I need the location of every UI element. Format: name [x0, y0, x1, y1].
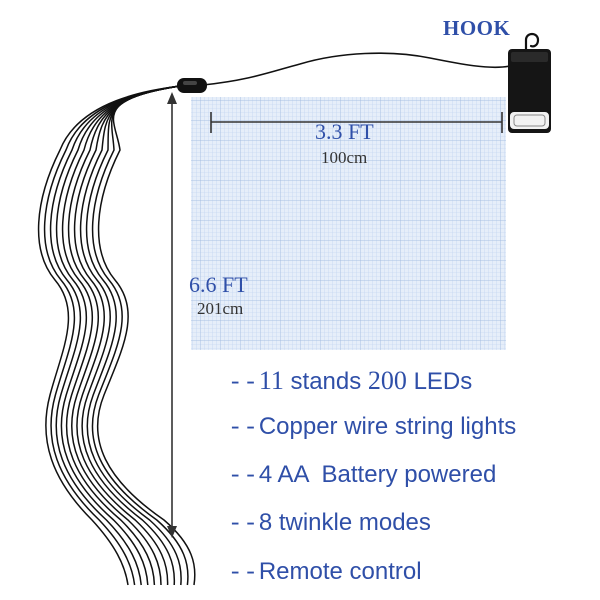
height-cm-label: 201cm: [197, 299, 244, 318]
light-strand: [55, 85, 181, 586]
controller-icon: [177, 78, 207, 93]
feature-copper-wire: --Copper wire string lights: [228, 415, 516, 441]
light-strand: [85, 85, 182, 586]
feature-strands-leds: --11 stands 200 LEDs: [228, 368, 472, 396]
light-strand: [61, 85, 181, 586]
height-ft-label: 6.6 FT: [189, 272, 248, 297]
width-dimension-line: [210, 112, 503, 133]
feature-text: Copper wire string lights: [258, 413, 517, 440]
light-strand: [43, 85, 181, 586]
light-strand: [91, 85, 189, 586]
light-curtain-panel: [191, 97, 506, 350]
feature-dash: --: [228, 415, 259, 442]
hook-icon: [524, 32, 540, 51]
led-count: 200: [367, 366, 407, 395]
width-ft-label: 3.3 FT: [315, 119, 374, 144]
lead-wire: [202, 52, 511, 86]
light-strand: [73, 85, 181, 586]
feature-dash: --: [228, 463, 259, 490]
height-dimension-arrow: [167, 92, 177, 538]
feature-remote: --Remote control: [228, 560, 422, 586]
light-strand: [79, 85, 181, 586]
feature-dash: --: [228, 511, 259, 538]
feature-text: stands: [283, 368, 368, 395]
feature-text: LEDs: [406, 368, 473, 395]
feature-twinkle-modes: --8 twinkle modes: [228, 511, 431, 537]
light-strand: [49, 85, 181, 586]
feature-text: 8 twinkle modes: [258, 509, 431, 536]
feature-dash: --: [228, 370, 259, 397]
light-strand: [37, 85, 181, 586]
strand-count: 11: [258, 366, 284, 395]
light-strands: [37, 85, 196, 586]
feature-text: 4 AA Battery powered: [258, 461, 497, 488]
feature-battery: --4 AA Battery powered: [228, 463, 496, 489]
light-strand: [96, 85, 196, 586]
battery-box-icon: [508, 49, 551, 133]
light-strand: [67, 85, 181, 586]
feature-dash: --: [228, 560, 259, 587]
hook-label: HOOK: [443, 16, 511, 40]
feature-text: Remote control: [258, 558, 422, 585]
width-cm-label: 100cm: [321, 148, 368, 167]
